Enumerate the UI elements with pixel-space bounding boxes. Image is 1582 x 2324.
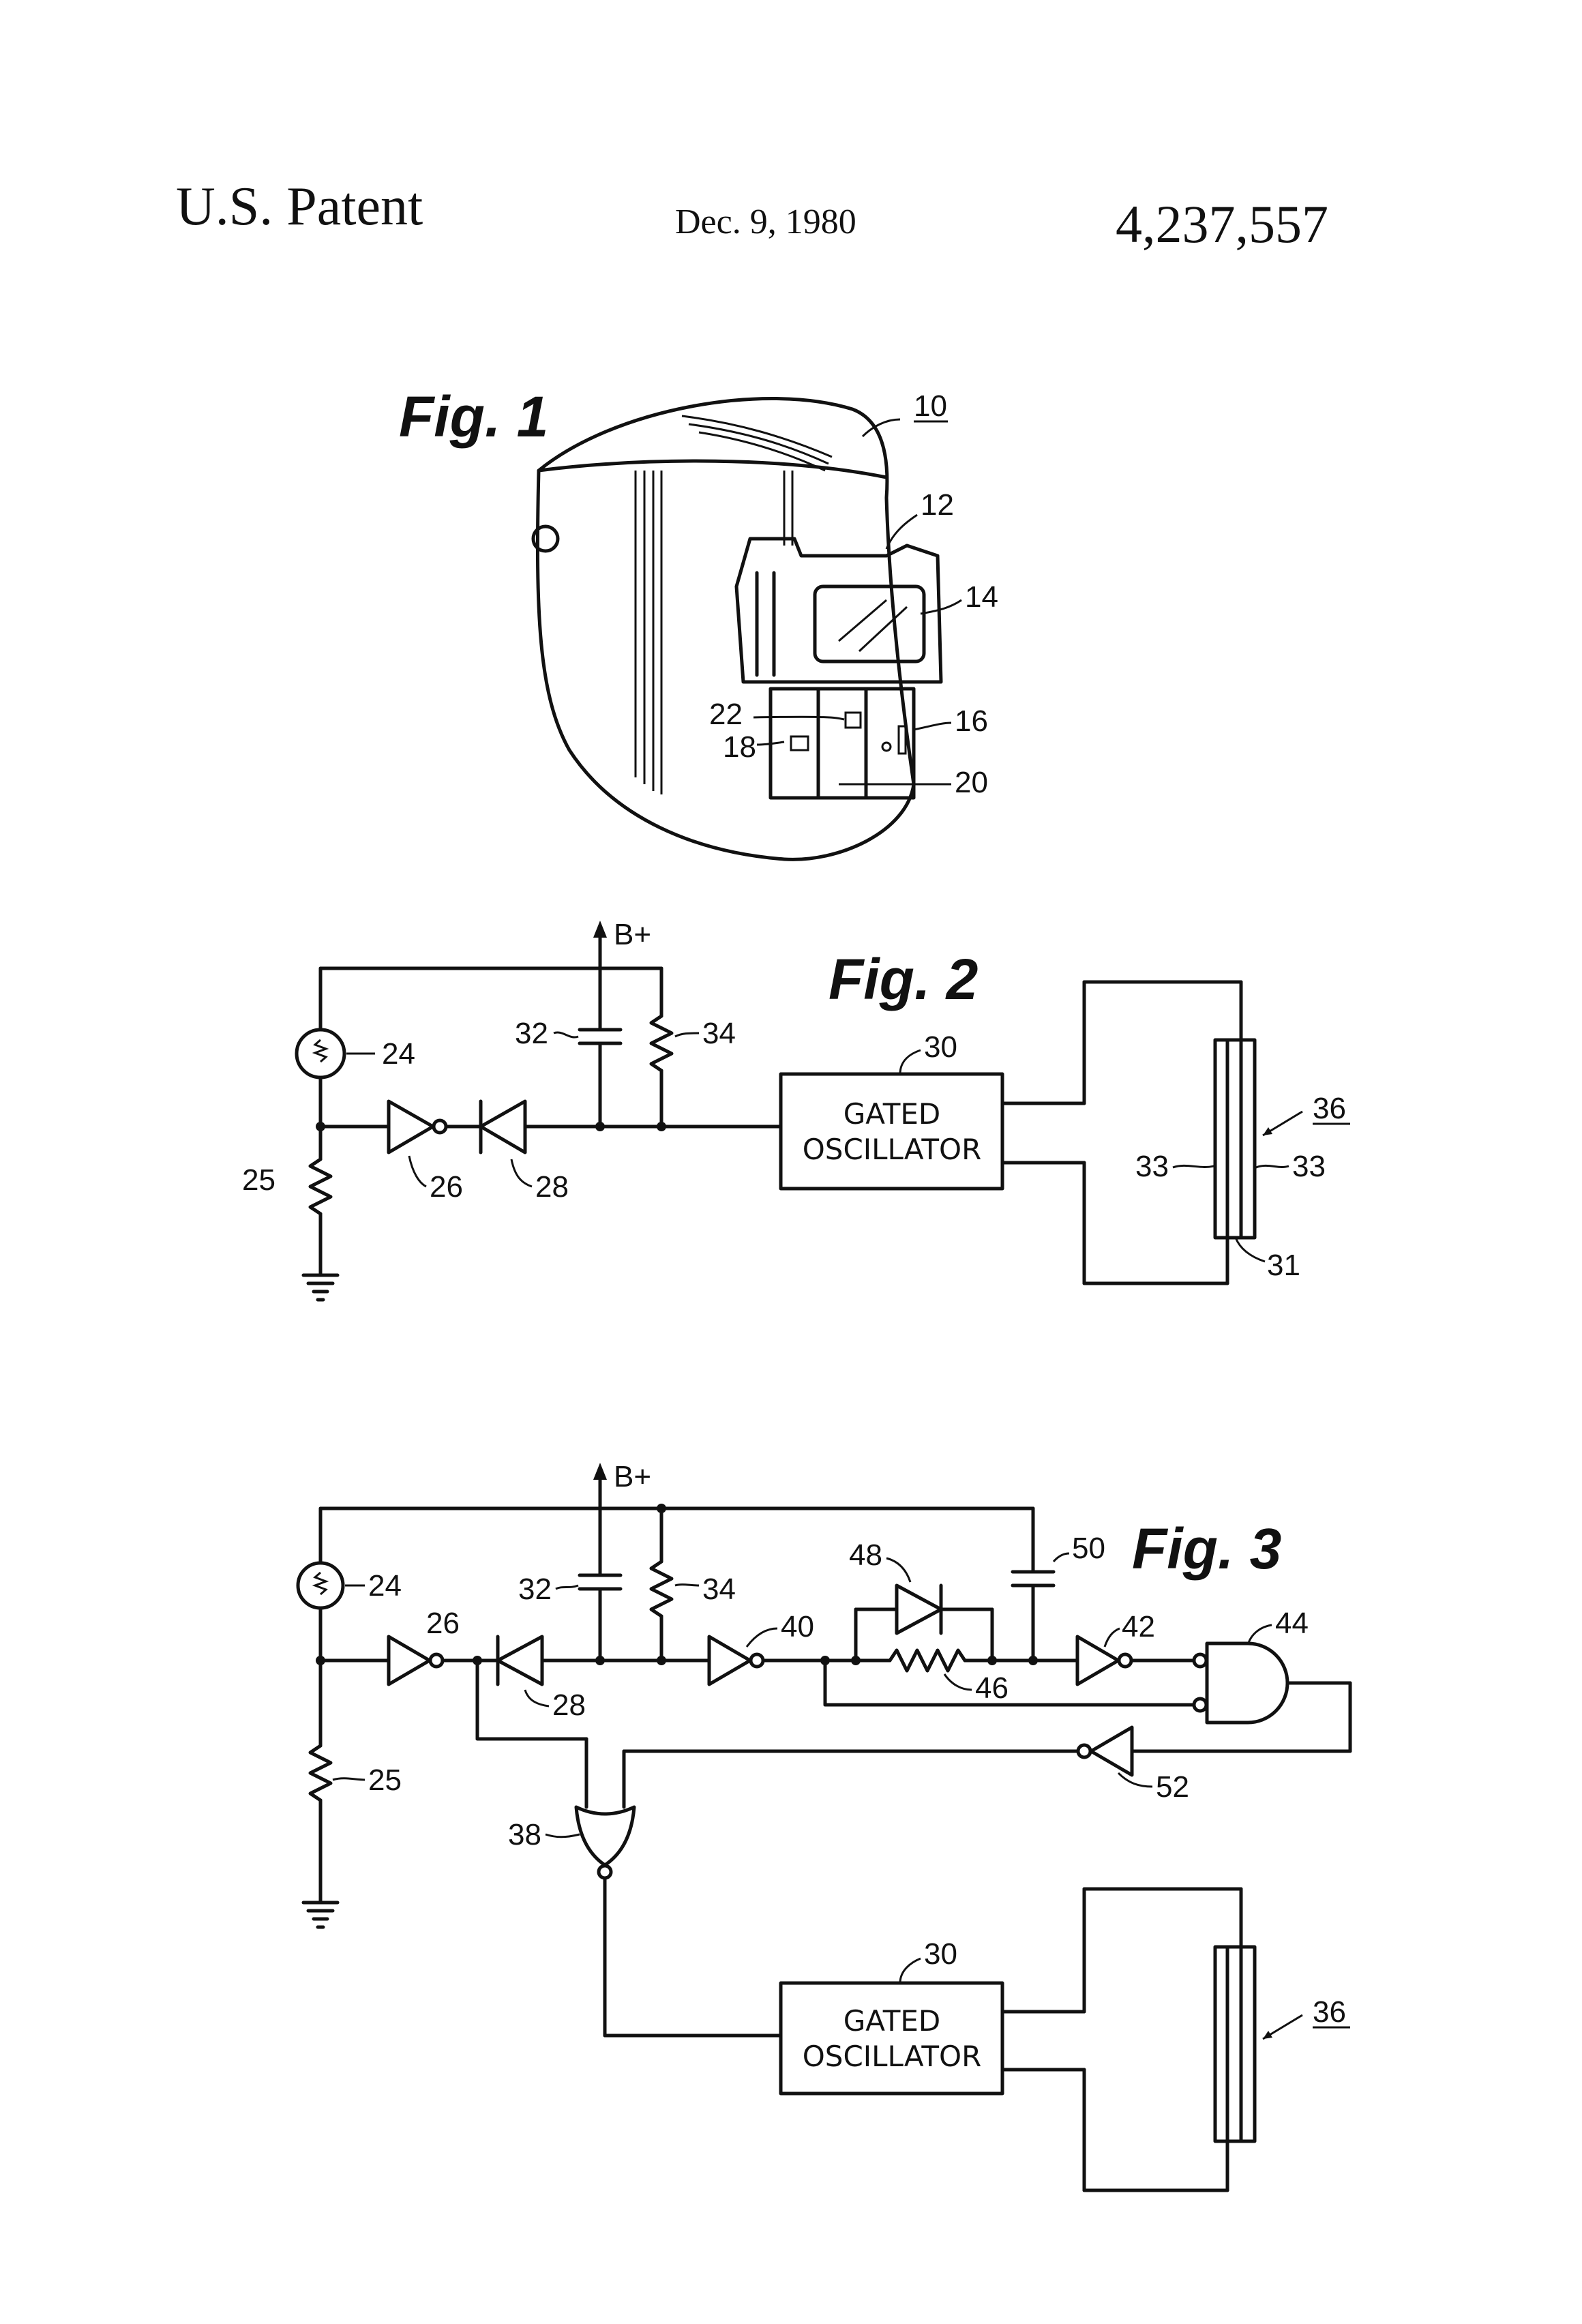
fig2-title: Fig. 2 xyxy=(829,947,978,1011)
fig3-photocell-24 xyxy=(296,1561,345,1610)
pivot-knob xyxy=(531,524,560,553)
fig2-circuit: Fig. 2 B+ 24 25 26 xyxy=(242,918,1350,1302)
fig3-inverter-40 xyxy=(707,1635,752,1686)
fig3-ref-36: 36 xyxy=(1313,1995,1346,2029)
ref-14: 14 xyxy=(965,580,998,614)
fig3-ref-42: 42 xyxy=(1122,1610,1155,1643)
fig3-ref-50: 50 xyxy=(1072,1532,1105,1565)
ref-22: 22 xyxy=(709,698,743,731)
fig2-inverter-26 xyxy=(387,1099,435,1154)
fig3-supply-label: B+ xyxy=(614,1460,651,1493)
fig2-osc-line1: GATED xyxy=(844,1097,941,1131)
fig3-resistor-34 xyxy=(649,1560,674,1618)
fig3-ref-48: 48 xyxy=(849,1538,882,1572)
fig2-resistor-25 xyxy=(308,1157,333,1216)
fig3-ref-25: 25 xyxy=(368,1763,402,1797)
fig3-ref-24: 24 xyxy=(368,1569,402,1603)
fig3-and-gate-44 xyxy=(1205,1641,1289,1725)
ref-20: 20 xyxy=(955,766,988,799)
fig3-inverter-52 xyxy=(1089,1725,1134,1777)
fig3-title: Fig. 3 xyxy=(1132,1517,1281,1581)
fig2-ref-31: 31 xyxy=(1267,1249,1300,1282)
fig2-ground xyxy=(301,1273,340,1302)
fig2-ref-30: 30 xyxy=(924,1030,957,1064)
fig2-ref-36: 36 xyxy=(1313,1092,1346,1125)
fig3-inverter-26 xyxy=(387,1635,432,1686)
fig2-ref-25: 25 xyxy=(242,1163,275,1197)
fig3-inverter-42 xyxy=(1075,1635,1120,1686)
fig2-ref-26: 26 xyxy=(430,1170,463,1204)
fig3-ref-28: 28 xyxy=(552,1688,586,1722)
fig3-circuit: Fig. 3 B+ 24 25 26 xyxy=(296,1460,1352,2192)
fig1-title: Fig. 1 xyxy=(399,385,548,449)
fig2-diode-28 xyxy=(479,1099,527,1154)
fig2-ref-34: 34 xyxy=(702,1017,736,1050)
fig3-nor-gate-38 xyxy=(574,1805,636,1867)
lens-holder xyxy=(734,537,943,684)
fig3-ref-38: 38 xyxy=(508,1818,541,1851)
fig3-liquid-crystal-cell-36 xyxy=(1213,1945,1257,2143)
helmet-shell xyxy=(535,396,916,861)
fig3-diode-48 xyxy=(895,1583,943,1635)
ref-18: 18 xyxy=(723,730,756,764)
sensor-22 xyxy=(844,711,862,729)
fig3-ref-52: 52 xyxy=(1156,1770,1189,1804)
fig3-osc-line1: GATED xyxy=(844,2004,941,2038)
fig2-resistor-34 xyxy=(649,1014,674,1073)
fig3-diode-28 xyxy=(496,1635,544,1686)
fig3-osc-line2: OSCILLATOR xyxy=(803,2040,982,2073)
switch-18 xyxy=(790,735,809,751)
patent-date: Dec. 9, 1980 xyxy=(675,203,856,241)
fig2-ref-33-left: 33 xyxy=(1135,1150,1169,1183)
fig2-ref-28: 28 xyxy=(535,1170,569,1204)
fig3-ref-30: 30 xyxy=(924,1937,957,1971)
fig2-photocell-24 xyxy=(295,1028,346,1079)
fig2-liquid-crystal-cell-36 xyxy=(1213,1038,1257,1240)
fig2-osc-line2: OSCILLATOR xyxy=(803,1133,982,1166)
fig3-ref-40: 40 xyxy=(781,1610,814,1643)
ref-12: 12 xyxy=(921,488,954,522)
fig3-ref-32: 32 xyxy=(518,1573,552,1606)
fig3-ref-44: 44 xyxy=(1275,1607,1309,1640)
fig2-gated-oscillator xyxy=(779,1072,1004,1191)
knob-16 xyxy=(897,725,907,755)
fig1-helmet-drawing: Fig. 1 xyxy=(399,385,998,861)
fig3-ground xyxy=(301,1901,340,1929)
fig2-ref-24: 24 xyxy=(382,1037,415,1071)
fig2-ref-32: 32 xyxy=(515,1017,548,1050)
fig3-gated-oscillator xyxy=(779,1981,1004,2096)
patent-number: 4,237,557 xyxy=(1116,194,1328,254)
fig3-ref-34: 34 xyxy=(702,1573,736,1606)
patent-title: U.S. Patent xyxy=(176,177,423,237)
helmet-rim xyxy=(537,459,889,479)
fig3-ref-46: 46 xyxy=(975,1671,1009,1705)
fig2-ref-33-right: 33 xyxy=(1292,1150,1326,1183)
ref-10: 10 xyxy=(914,389,947,423)
fig2-supply-label: B+ xyxy=(614,918,651,951)
ref-16: 16 xyxy=(955,704,988,738)
fig3-resistor-25 xyxy=(308,1744,333,1802)
lens-window xyxy=(813,584,926,664)
fig3-ref-26: 26 xyxy=(426,1607,460,1640)
fig3-resistor-46 xyxy=(888,1648,967,1673)
